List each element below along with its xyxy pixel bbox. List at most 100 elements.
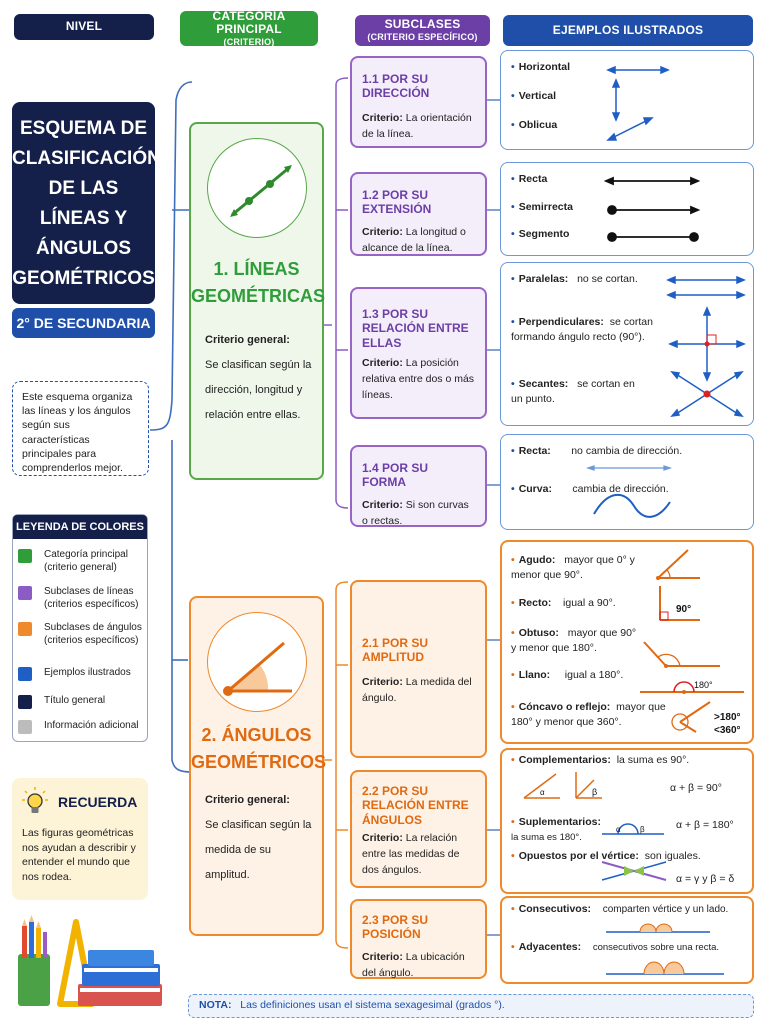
intro-box: Este esquema organiza las líneas y los á… (12, 381, 149, 476)
subclass-1-2-card: 1.2 POR SU EXTENSIÓN Criterio: La longit… (350, 172, 487, 256)
examples-1-4-card (500, 434, 754, 530)
subclass-2-1-text: La medida del ángulo. (362, 675, 472, 704)
example-semirrecta-label: Semirrecta (518, 201, 573, 213)
relation-angles-icon: α β α β (523, 772, 667, 881)
category-angulos-crit-text: Se clasifican según la medida de su ampl… (205, 819, 312, 881)
legend-swatch-gray (18, 720, 32, 734)
legend-item-categoria: Categoría principal (criterio general) (18, 548, 144, 574)
example-secantes: •Secantes: se cortan en un punto. (511, 378, 635, 406)
subclass-1-4-title: 1.4 POR SU FORMA (362, 461, 429, 490)
example-horizontal-label: Horizontal (518, 61, 571, 73)
example-forma-recta-text: no cambia de dirección. (571, 445, 683, 457)
title-line-3: DE LAS (48, 178, 119, 199)
lightbulb-icon (22, 787, 48, 813)
header-subclases-text: SUBCLASES (384, 17, 461, 32)
subclass-2-3-label: Criterio: (362, 950, 403, 963)
example-obtuso: •Obtuso: mayor que 90° y menor que 180°. (511, 627, 637, 655)
example-secantes-label: Secantes: (518, 378, 569, 390)
example-perpendiculares-label: Perpendiculares: (518, 316, 604, 328)
recuerda-text: Las figuras geométricas nos ayudan a des… (22, 827, 136, 884)
legend-title: LEYENDA DE COLORES (13, 515, 147, 539)
subclass-2-2-criterio: Criterio: La relación entre las medidas … (362, 831, 475, 878)
subclass-2-1-label: Criterio: (362, 675, 403, 688)
example-agudo-label: Agudo: (518, 554, 556, 566)
legend-label-6: Información adicional (44, 720, 139, 731)
category-angulos-icon-circle (207, 612, 307, 712)
example-secantes-text: se cortan en un punto. (511, 378, 635, 406)
relation-lines-icon (666, 275, 746, 418)
example-adyacentes: •Adyacentes: consecutivos sobre una rect… (511, 941, 720, 953)
example-forma-curva-label: Curva: (518, 483, 552, 495)
subclass-1-3-text: La posición relativa entre dos o más lín… (362, 357, 475, 401)
header-categoria-sub: (CRITERIO) (223, 37, 275, 48)
line-segment-icon (230, 165, 292, 217)
legend-item-ejemplos: Ejemplos ilustrados (18, 666, 144, 681)
example-cons-label: Consecutivos: (518, 903, 592, 915)
subclass-2-1-card: 2.1 POR SU AMPLITUD Criterio: La medida … (350, 580, 487, 758)
header-categoria: CATEGORÍA PRINCIPAL (CRITERIO) (180, 9, 318, 48)
example-op-text: son iguales. (644, 850, 701, 862)
subclass-2-1-title: 2.1 POR SU AMPLITUD (362, 636, 429, 665)
legend-swatch-orange (18, 622, 32, 636)
op-formula: α = γ y β = δ (676, 873, 735, 885)
category-angulos-criterio: Criterio general: Se clasifican según la… (205, 788, 317, 888)
example-suplementarios: •Suplementarios: la suma es 180°. (511, 816, 601, 844)
subclass-1-1-criterio: Criterio: La orientación de la línea. (362, 111, 475, 143)
subclass-1-4-card: 1.4 POR SU FORMA Criterio: Si son curvas… (350, 445, 487, 527)
examples-1-1-card (500, 50, 754, 150)
example-paralelas: •Paralelas: no se cortan. (511, 273, 638, 285)
legend-swatch-navy (18, 695, 32, 709)
comp-formula: α + β = 90° (670, 782, 722, 794)
example-agudo: •Agudo: mayor que 0° y menor que 90°. (511, 554, 635, 582)
subclass-1-3-title: 1.3 POR SU RELACIÓN ENTRE ELLAS (362, 307, 469, 350)
subclass-1-1-title: 1.1 POR SU DIRECCIÓN (362, 72, 430, 101)
example-recto-text: igual a 90°. (563, 597, 616, 609)
legend-title-text: LEYENDA DE COLORES (16, 521, 144, 533)
main-title-box: ESQUEMA DE CLASIFICACIÓN DE LAS LÍNEAS Y… (12, 102, 161, 304)
supl-alpha: α (616, 825, 621, 834)
nota-box: NOTA: Las definiciones usan el sistema s… (188, 994, 754, 1018)
recuerda-title: RECUERDA (58, 794, 138, 810)
intro-text: Este esquema organiza las líneas y los á… (22, 391, 133, 474)
comp-alpha: α (540, 788, 545, 797)
concavo-mark-2: <360° (714, 725, 741, 736)
examples-1-2-card (500, 162, 754, 256)
subclass-2-2-label: Criterio: (362, 832, 403, 845)
nota-label: NOTA: (199, 999, 232, 1011)
comp-beta: β (592, 787, 597, 797)
example-forma-recta: •Recta: no cambia de dirección. (511, 445, 683, 457)
example-perpendiculares-text: se cortan formando ángulo recto (90°). (511, 316, 653, 344)
example-obtuso-label: Obtuso: (518, 627, 559, 639)
example-vertical-label: Vertical (518, 90, 557, 102)
example-llano: •Llano: igual a 180°. (511, 669, 624, 681)
header-nivel-text: NIVEL (65, 19, 103, 34)
supl-beta: β (640, 825, 645, 834)
example-vertical: •Vertical (511, 90, 557, 102)
example-op-label: Opuestos por el vértice: (518, 850, 639, 862)
legend-item-lineas: Subclases de líneas (criterios específic… (18, 585, 144, 611)
title-line-4: LÍNEAS Y (39, 208, 128, 229)
example-recta: •Recta (511, 173, 548, 185)
title-line-1: ESQUEMA DE (19, 118, 148, 139)
example-cons-text: comparten vértice y un lado. (602, 904, 729, 915)
legend-label-3: Subclases de ángulos (criterios específi… (44, 622, 142, 646)
example-forma-curva-text: cambia de dirección. (572, 483, 669, 495)
subclass-1-2-criterio: Criterio: La longitud o alcance de la lí… (362, 225, 475, 257)
subclass-1-2-text: La longitud o alcance de la línea. (362, 225, 466, 254)
example-paralelas-text: no se cortan. (577, 273, 638, 285)
category-angulos-title: 2. ÁNGULOS GEOMÉTRICOS (191, 722, 326, 776)
category-lineas-title-1: 1. LÍNEAS (213, 259, 300, 279)
example-ady-text: consecutivos sobre una recta. (592, 942, 720, 953)
example-horizontal: •Horizontal (511, 61, 571, 73)
example-recta-label: Recta (518, 173, 548, 185)
angle-icon (223, 641, 292, 696)
example-consecutivos: •Consecutivos: comparten vértice y un la… (511, 903, 729, 915)
example-concavo: •Cóncavo o reflejo: mayor que 180° y men… (511, 701, 666, 729)
subclass-1-3-label: Criterio: (362, 357, 403, 370)
position-angles-icon (606, 923, 724, 975)
example-concavo-text: mayor que 180° y menor que 360°. (511, 701, 666, 729)
legend-item-angulos: Subclases de ángulos (criterios específi… (18, 621, 144, 647)
examples-2-1-card (500, 540, 754, 744)
recto-mark: 90° (676, 604, 691, 615)
